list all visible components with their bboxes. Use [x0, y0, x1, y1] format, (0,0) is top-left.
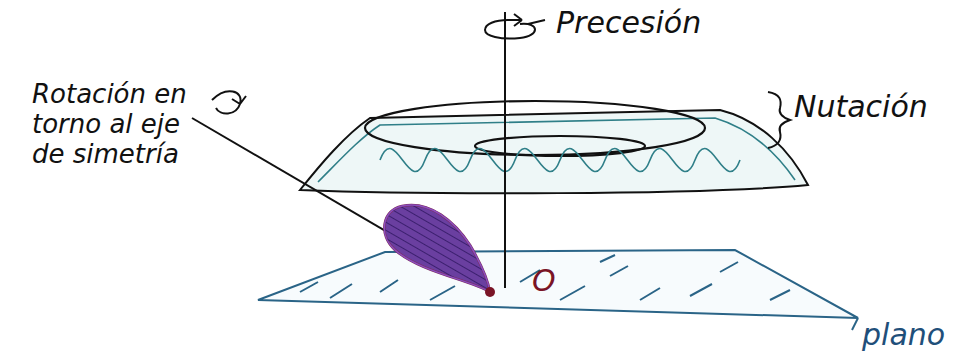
symmetry-axis: [192, 118, 490, 292]
nutation-label: Nutación: [794, 90, 928, 125]
precession-arrow: [485, 14, 545, 39]
leader-line: [852, 318, 858, 330]
plane-label: plano: [862, 318, 945, 353]
bracket: [768, 92, 790, 148]
vertical-axis: [504, 12, 506, 288]
nutation-band: [300, 101, 808, 193]
rotation-label: Rotación en torno al eje de simetría: [32, 80, 200, 170]
precession-label: Precesión: [556, 6, 701, 41]
spinning-top: [384, 205, 495, 297]
rotation-arrow: [212, 91, 246, 113]
plane: [258, 250, 858, 318]
origin-label: O: [532, 264, 556, 299]
